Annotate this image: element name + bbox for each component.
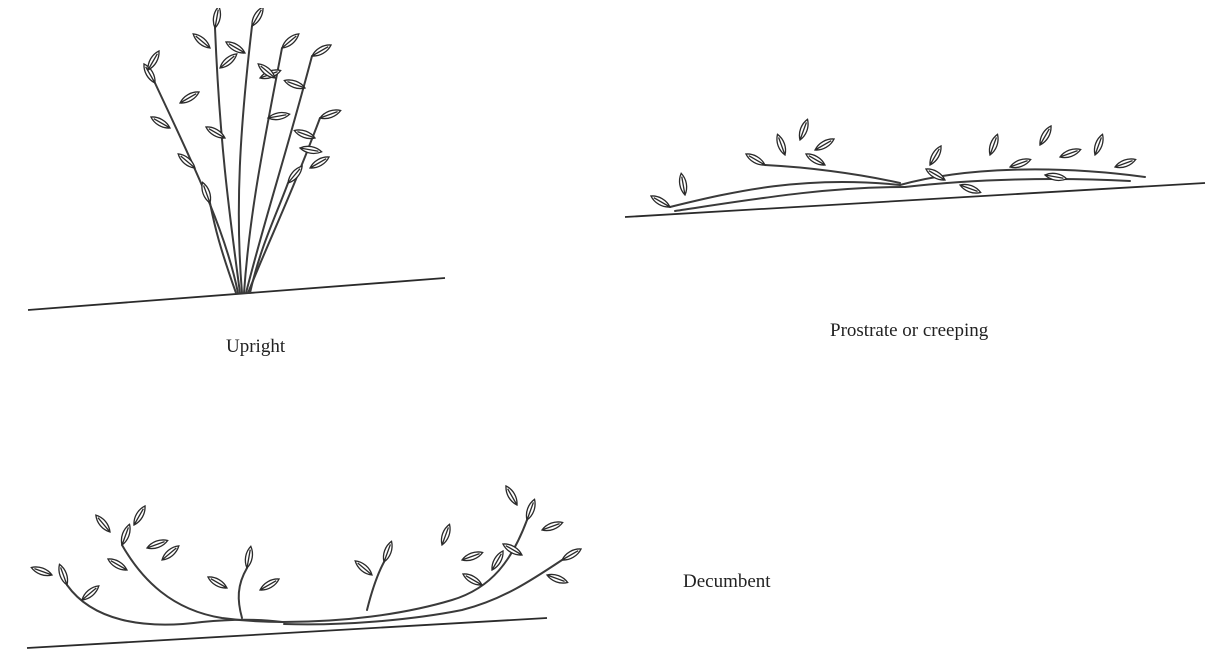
leaf (80, 583, 101, 602)
leaf (308, 154, 330, 171)
leaf (649, 193, 671, 210)
leaf (310, 42, 332, 59)
leaf (176, 151, 197, 170)
caption-prostrate: Prostrate or creeping (830, 320, 988, 342)
leaf (249, 8, 266, 28)
prostrate-plant-drawing (615, 95, 1215, 265)
leaf (299, 145, 322, 155)
leaf (218, 51, 239, 70)
leaf (244, 546, 254, 569)
leaf (987, 133, 1001, 156)
leaf (1037, 124, 1054, 146)
leaf (560, 546, 582, 563)
leaf (774, 133, 788, 156)
leaf (30, 564, 53, 578)
leaf (146, 537, 169, 551)
leaf (206, 574, 228, 591)
leaf (489, 549, 506, 571)
leaf (461, 571, 483, 588)
leaf (293, 127, 316, 141)
leaf (1009, 156, 1032, 170)
leaf (1114, 156, 1137, 170)
leaf (524, 498, 538, 521)
leaf (1059, 146, 1082, 160)
ground-line (625, 183, 1205, 217)
leaf (353, 558, 374, 577)
leaf (283, 77, 306, 91)
leaf (280, 31, 301, 50)
leaf (160, 543, 181, 562)
leaf (106, 556, 128, 573)
leaf (1092, 133, 1106, 156)
leaf (503, 484, 520, 506)
leaf (1044, 172, 1067, 182)
prostrate-plant-illustration (615, 95, 1215, 265)
leaf (131, 504, 148, 526)
leaf (199, 181, 213, 204)
caption-decumbent: Decumbent (683, 571, 771, 593)
leaf (924, 166, 946, 183)
leaf (93, 513, 112, 534)
leaf (959, 182, 982, 196)
leaf (804, 151, 826, 168)
leaf (546, 572, 569, 586)
decumbent-plant-illustration (22, 450, 607, 656)
leaf (119, 523, 133, 546)
leaf (541, 519, 564, 533)
upright-plant-illustration (20, 8, 460, 323)
leaf (381, 540, 395, 563)
leaf (927, 144, 944, 166)
leaf (224, 39, 246, 56)
leaf (204, 124, 226, 141)
leaf (461, 549, 484, 563)
leaf (797, 118, 811, 141)
leaf (145, 49, 162, 71)
leaf (178, 89, 200, 106)
leaf (149, 114, 171, 131)
leaf (56, 563, 70, 586)
leaf (212, 8, 222, 29)
leaf (267, 111, 290, 121)
leaf (439, 523, 453, 546)
leaf (258, 576, 280, 593)
caption-upright: Upright (226, 336, 285, 358)
leaf (319, 107, 342, 121)
decumbent-plant-drawing (22, 450, 607, 656)
leaf (678, 173, 688, 196)
leaf (191, 31, 212, 50)
leaf (744, 151, 766, 168)
leaf (501, 541, 523, 558)
upright-plant-drawing (20, 8, 460, 323)
leaf (813, 136, 835, 153)
